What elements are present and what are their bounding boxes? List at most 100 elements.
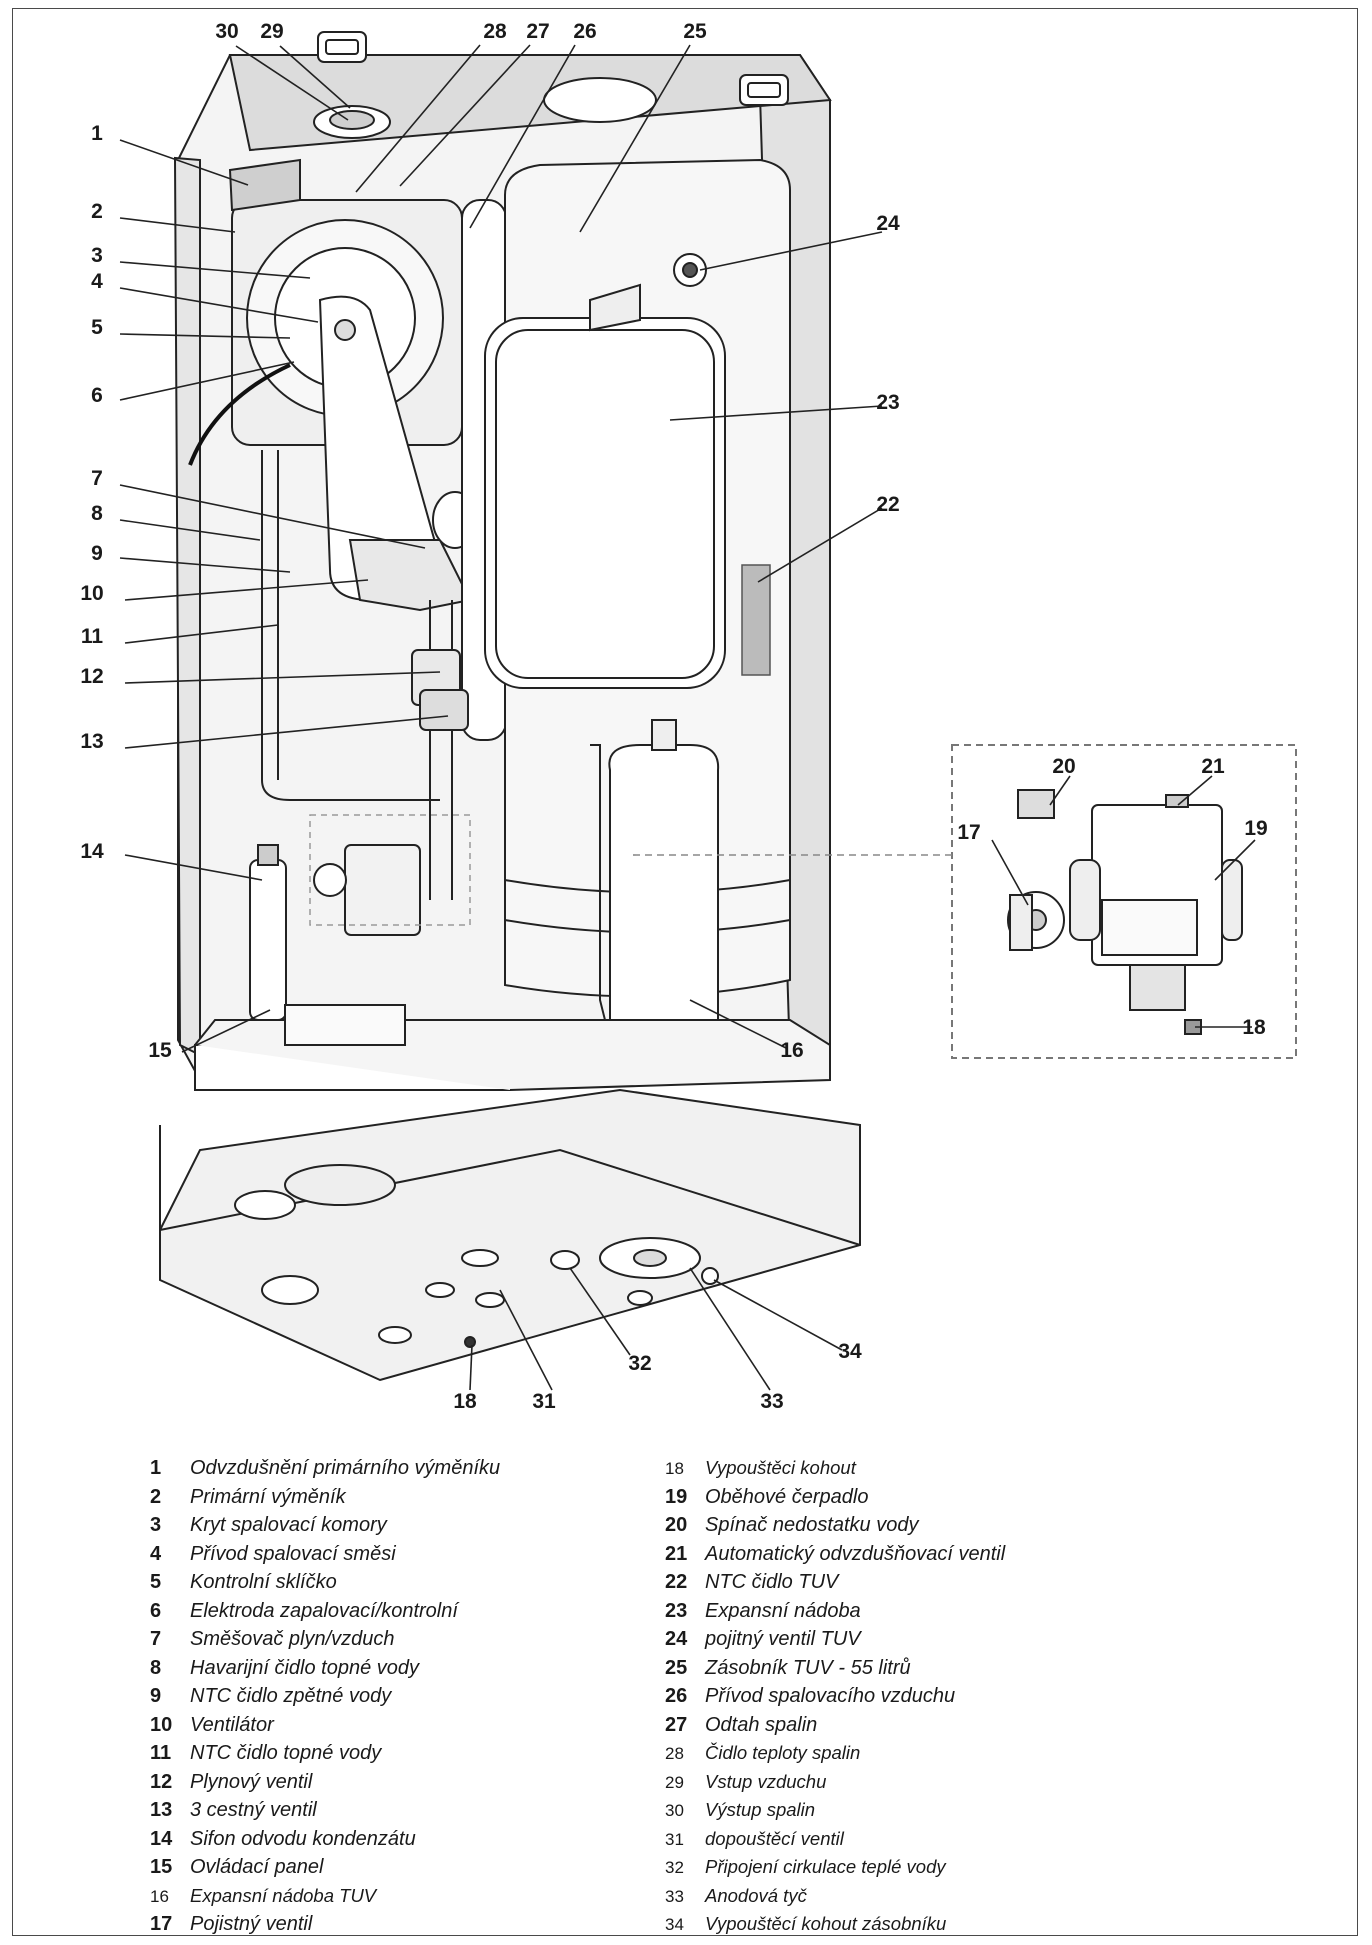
legend-description: Odtah spalin <box>705 1713 818 1736</box>
legend-description: Havarijní čidlo topné vody <box>190 1656 420 1679</box>
callout-number-29: 29 <box>260 20 283 43</box>
legend-item: 28 Čidlo teploty spalin <box>665 1742 1005 1771</box>
legend-number: 6 <box>150 1599 162 1622</box>
legend-number: 20 <box>665 1514 688 1536</box>
legend-description: Expansní nádoba TUV <box>190 1884 377 1906</box>
legend-number: 11 <box>150 1742 172 1764</box>
callout-number-26: 26 <box>573 20 596 43</box>
figure-border <box>12 8 1358 1936</box>
legend-number: 31 <box>665 1829 684 1849</box>
callout-number-4: 4 <box>91 270 103 293</box>
legend-number: 19 <box>665 1485 688 1508</box>
legend-description: Přívod spalovacího vzduchu <box>705 1685 956 1707</box>
legend-description: Anodová tyč <box>705 1884 807 1906</box>
legend-number: 32 <box>665 1858 684 1877</box>
legend-description: Čidlo teploty spalin <box>705 1742 861 1763</box>
callout-leader-1 <box>119 139 249 186</box>
legend-description: Výstup spalin <box>705 1799 816 1820</box>
callout-leaders <box>119 44 1256 1391</box>
callout-leader-4 <box>119 287 319 323</box>
callout-number-28: 28 <box>483 20 507 43</box>
electrode-cable <box>188 363 291 466</box>
callout-leader-25 <box>579 44 691 233</box>
callout-leader-24 <box>699 231 883 271</box>
legend-description: Elektroda zapalovací/kontrolní <box>190 1599 458 1622</box>
callout-number-18: 18 <box>1242 1016 1266 1039</box>
legend-description: Vypouštěcí kohout zásobníku <box>705 1913 947 1934</box>
callout-number-11: 11 <box>81 625 104 648</box>
callout-leader-12 <box>124 671 441 684</box>
callout-number-32: 32 <box>628 1352 651 1375</box>
legend-number: 18 <box>665 1459 684 1478</box>
callout-number-13: 13 <box>80 730 103 753</box>
callout-number-9: 9 <box>91 542 103 565</box>
callout-number-17: 17 <box>957 821 980 844</box>
pump-detail-frame <box>951 744 1297 1059</box>
callout-leader-23 <box>669 405 883 421</box>
legend-description: Odvzdušnění primárního výměníku <box>190 1457 501 1479</box>
legend-number: 13 <box>150 1799 173 1821</box>
legend-description: NTC čidlo zpětné vody <box>190 1685 392 1707</box>
callout-number-30: 30 <box>215 20 238 43</box>
legend-number: 10 <box>150 1713 173 1736</box>
callout-number-19: 19 <box>1244 817 1267 840</box>
gas-valve <box>411 649 469 731</box>
legend-number: 7 <box>150 1628 162 1650</box>
callout-leader-3 <box>119 261 311 279</box>
lifting-handles <box>317 31 789 106</box>
pump-detail-body <box>1007 789 1243 1035</box>
flue-outlet <box>313 77 657 139</box>
legend-number: 3 <box>150 1514 162 1536</box>
callout-number-3: 3 <box>91 244 103 267</box>
legend-description: Primární výměník <box>190 1485 346 1508</box>
legend-description: Spínač nedostatku vody <box>705 1514 919 1536</box>
callout-leader-30 <box>235 45 349 121</box>
legend-number: 16 <box>150 1886 169 1906</box>
callout-number-10: 10 <box>80 582 103 605</box>
legend-description: NTC čidlo topné vody <box>190 1742 382 1764</box>
legend-number: 25 <box>665 1656 688 1679</box>
callout-leader-33 <box>689 1267 771 1391</box>
legend-description: 3 cestný ventil <box>190 1799 317 1821</box>
callout-leader-19 <box>1214 839 1256 881</box>
callout-leader-10 <box>124 579 369 601</box>
callout-number-18: 18 <box>453 1390 477 1413</box>
legend-number: 28 <box>665 1744 684 1763</box>
callout-leader-13 <box>124 715 449 749</box>
legend-number: 8 <box>150 1656 162 1679</box>
legend-description: NTC čidlo TUV <box>705 1571 839 1593</box>
callout-leader-20 <box>1049 775 1071 806</box>
callout-number-21: 21 <box>1201 755 1225 778</box>
legend-item: 6 Elektroda zapalovací/kontrolní <box>150 1600 500 1629</box>
legend-item: 8 Havarijní čidlo topné vody <box>150 1657 500 1686</box>
callout-number-22: 22 <box>876 493 899 516</box>
callout-leader-8 <box>119 519 261 541</box>
callout-leader-34 <box>713 1279 843 1351</box>
dhw-expansion-vessel <box>608 719 720 1054</box>
legend-number: 14 <box>150 1827 173 1850</box>
legend-number: 2 <box>150 1485 162 1508</box>
callout-leader-6 <box>119 361 295 401</box>
legend-description: Pojistný ventil <box>190 1913 313 1935</box>
legend-item: 31 dopouštěcí ventil <box>665 1828 1005 1857</box>
callout-number-16: 16 <box>780 1039 803 1062</box>
legend-description: Vypouštěci kohout <box>705 1457 856 1478</box>
legend-description: Ovládací panel <box>190 1856 324 1878</box>
